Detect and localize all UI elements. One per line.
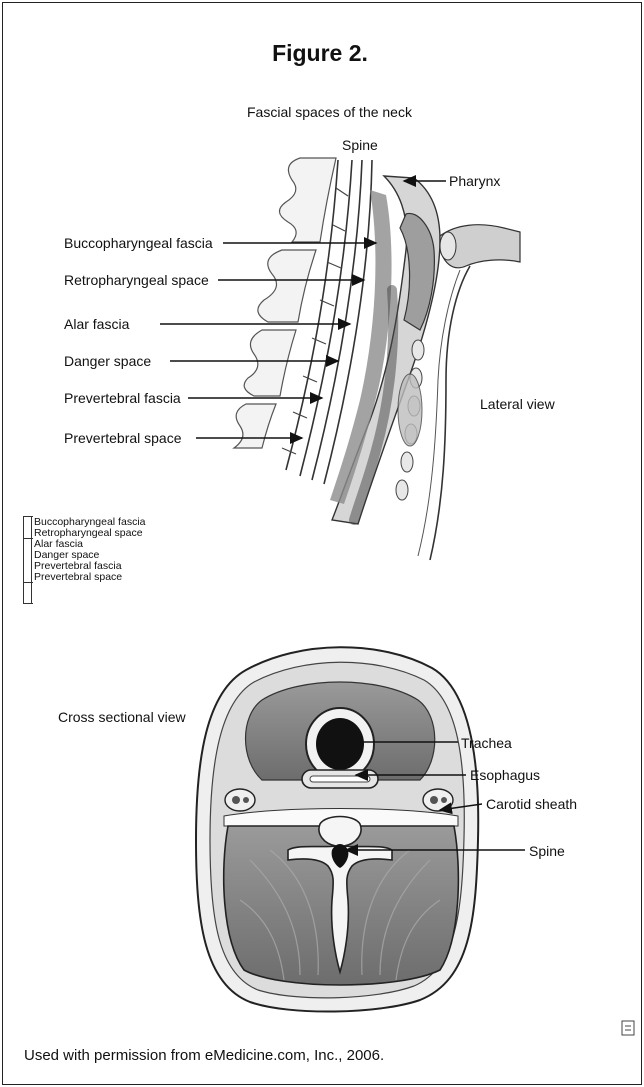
spine-label-cross: Spine: [529, 843, 565, 859]
legend-line: [23, 516, 33, 517]
figure-subtitle: Fascial spaces of the neck: [247, 104, 412, 120]
cross-view-label: Cross sectional view: [58, 709, 186, 725]
legend-line: [23, 603, 33, 604]
trachea-label: Trachea: [461, 735, 512, 751]
legend-item: Prevertebral space: [34, 572, 122, 583]
label-prevertebral-space: Prevertebral space: [64, 430, 182, 446]
vertebra-shape: [234, 404, 276, 448]
label-prevertebral-fascia: Prevertebral fascia: [64, 390, 181, 406]
cross-section-illustration: [196, 647, 478, 1011]
expand-icon[interactable]: [622, 1021, 634, 1035]
label-retropharyngeal-space: Retropharyngeal space: [64, 272, 209, 288]
pharynx-label: Pharynx: [449, 173, 500, 189]
vertebra-shape: [279, 158, 336, 242]
spine-label-lateral: Spine: [342, 137, 378, 153]
credit-line: Used with permission from eMedicine.com,…: [24, 1047, 384, 1064]
label-buccopharyngeal-fascia: Buccopharyngeal fascia: [64, 235, 213, 251]
legend-line: [23, 538, 33, 539]
figure-title: Figure 2.: [0, 40, 640, 67]
lateral-view-illustration: [234, 158, 520, 560]
lateral-view-label: Lateral view: [480, 396, 555, 412]
legend-line: [23, 582, 33, 583]
label-alar-fascia: Alar fascia: [64, 316, 129, 332]
label-danger-space: Danger space: [64, 353, 151, 369]
vertebra-shape: [258, 250, 316, 322]
esophagus-label: Esophagus: [470, 767, 540, 783]
carotid-sheath-label: Carotid sheath: [486, 796, 577, 812]
legend-bracket: [23, 516, 32, 603]
vertebra-shape: [244, 330, 296, 396]
